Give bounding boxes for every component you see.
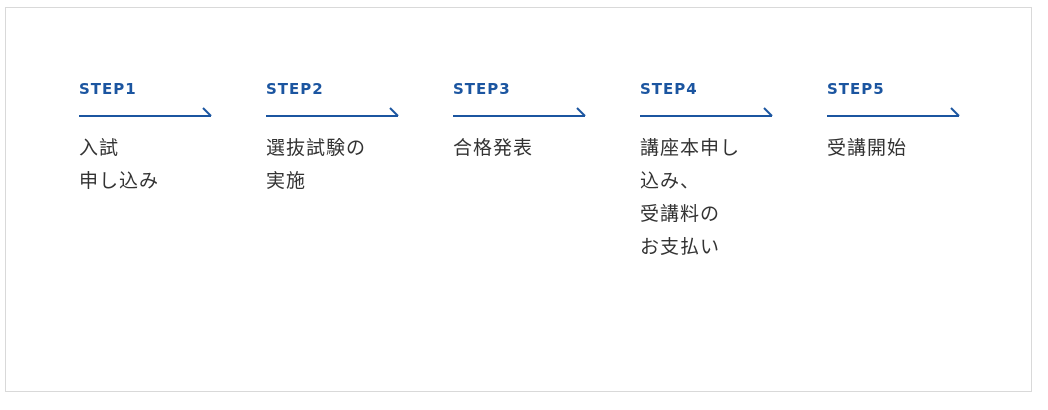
step-label: STEP1 [79, 80, 137, 98]
step-description: 入試 申し込み [79, 137, 160, 192]
step-label: STEP4 [640, 80, 698, 98]
step-label: STEP2 [266, 80, 324, 98]
step-description: 選抜試験の 実施 [266, 137, 367, 192]
arrow-right-icon [266, 107, 399, 117]
arrow-right-icon [827, 107, 960, 117]
step-description: 合格発表 [453, 137, 534, 159]
step-label: STEP5 [827, 80, 885, 98]
step-1: STEP1 入試 申し込み [79, 79, 219, 198]
step-2: STEP2 選抜試験の 実施 [266, 79, 406, 198]
arrow-right-icon [640, 107, 773, 117]
step-label: STEP3 [453, 80, 511, 98]
step-4: STEP4 講座本申し 込み、 受講料の お支払い [640, 79, 780, 264]
step-description: 受講開始 [827, 137, 908, 159]
steps-panel: STEP1 入試 申し込み STEP2 選抜試験の 実施 STEP3 [5, 7, 1032, 392]
arrow-right-icon [79, 107, 212, 117]
steps-flow: STEP1 入試 申し込み STEP2 選抜試験の 実施 STEP3 [6, 8, 1031, 391]
step-5: STEP5 受講開始 [827, 79, 967, 165]
step-description: 講座本申し 込み、 受講料の お支払い [640, 137, 741, 258]
step-3: STEP3 合格発表 [453, 79, 593, 165]
arrow-right-icon [453, 107, 586, 117]
